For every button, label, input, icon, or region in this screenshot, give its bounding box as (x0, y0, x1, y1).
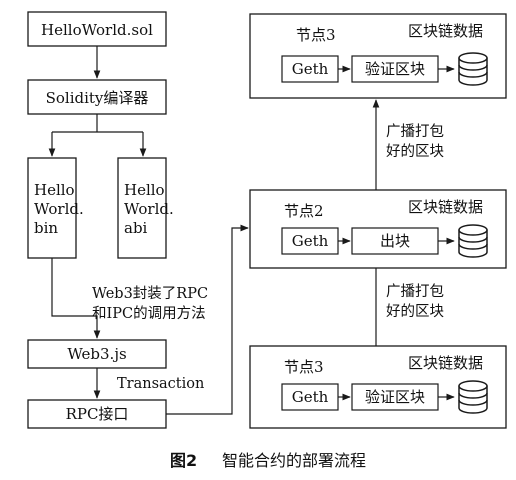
compiler-box: Solidity编译器 (27, 79, 167, 115)
abi-file-line-3: abi (124, 219, 148, 237)
database-cylinder-icon (458, 224, 488, 258)
database-cylinder-icon (458, 52, 488, 86)
node-middle-title: 节点2 (284, 202, 324, 220)
bin-file-line-3: bin (34, 219, 58, 237)
split-connector (48, 114, 147, 157)
node-bottom-title: 节点3 (284, 358, 324, 376)
caption-title: 智能合约的部署流程 (222, 451, 366, 470)
node-top-action-label: 验证区块 (365, 60, 425, 78)
rpc-label: RPC接口 (66, 405, 129, 423)
compiler-label: Solidity编译器 (46, 89, 149, 107)
bin-file-box: Hello World. bin (27, 157, 84, 259)
node-top-box: 节点3 区块链数据 Geth 验证区块 (249, 13, 507, 99)
rpc-box: RPC接口 (27, 399, 167, 429)
node-top-geth-label: Geth (292, 60, 329, 78)
arrow-rpc-to-node2 (166, 224, 249, 415)
node-bottom-data-label: 区块链数据 (408, 354, 483, 372)
bin-file-line-1: Hello (34, 181, 75, 199)
broadcast-top-line-2: 好的区块 (386, 143, 444, 160)
abi-file-box: Hello World. abi (117, 157, 174, 259)
node-middle-data-label: 区块链数据 (408, 198, 483, 216)
caption-number: 图2 (170, 451, 197, 470)
transaction-label: Transaction (117, 376, 204, 392)
broadcast-bottom-line-2: 好的区块 (386, 303, 444, 320)
abi-file-line-1: Hello (124, 181, 165, 199)
node-bottom-geth-label: Geth (292, 388, 329, 406)
broadcast-bottom-line-1: 广播打包 (386, 283, 444, 300)
abi-file-line-2: World. (124, 200, 174, 218)
web3js-box: Web3.js (27, 339, 167, 369)
database-cylinder-icon (458, 380, 488, 414)
web3js-label: Web3.js (67, 345, 126, 363)
node-bottom-box: 节点3 区块链数据 Geth 验证区块 (249, 345, 507, 429)
node-bottom-action-label: 验证区块 (365, 388, 425, 406)
node-middle-geth-label: Geth (292, 232, 329, 250)
node-middle-box: 节点2 区块链数据 Geth 出块 (249, 189, 507, 269)
web3-note-line-1: Web3封装了RPC (92, 285, 208, 302)
node-top-title: 节点3 (296, 26, 336, 44)
figure-caption: 图2 智能合约的部署流程 (170, 451, 366, 470)
broadcast-top-line-1: 广播打包 (386, 123, 444, 140)
arrow-bin-to-web3js (51, 258, 101, 339)
node-middle-action-label: 出块 (380, 232, 410, 250)
web3-note-line-2: 和IPC的调用方法 (92, 305, 206, 322)
bin-file-line-2: World. (34, 200, 84, 218)
source-file-box: HelloWorld.sol (27, 11, 167, 47)
node-top-data-label: 区块链数据 (408, 22, 483, 40)
source-file-label: HelloWorld.sol (41, 21, 153, 39)
